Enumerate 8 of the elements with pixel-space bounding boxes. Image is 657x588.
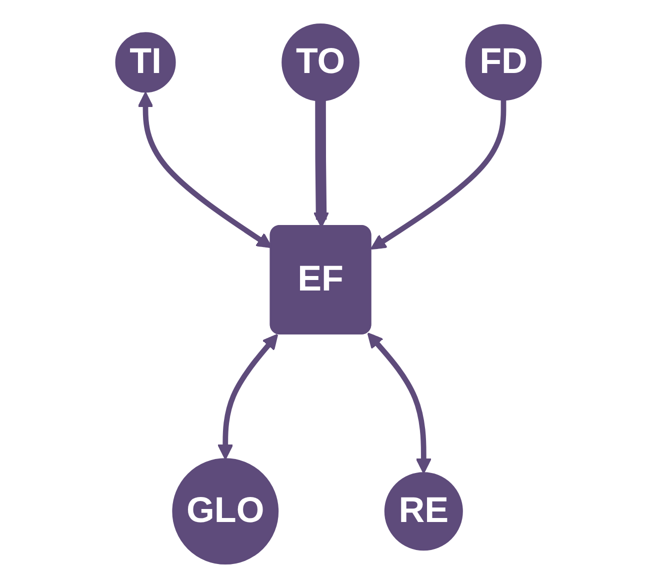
node-circle: GLO — [172, 458, 279, 565]
arrow — [218, 334, 278, 460]
node-circle: RE — [384, 472, 463, 551]
node-circle: FD — [465, 24, 542, 101]
arrow — [370, 100, 506, 250]
arrow — [367, 332, 432, 474]
node-circle: TI — [115, 32, 176, 93]
node-circle: TO — [282, 23, 360, 102]
